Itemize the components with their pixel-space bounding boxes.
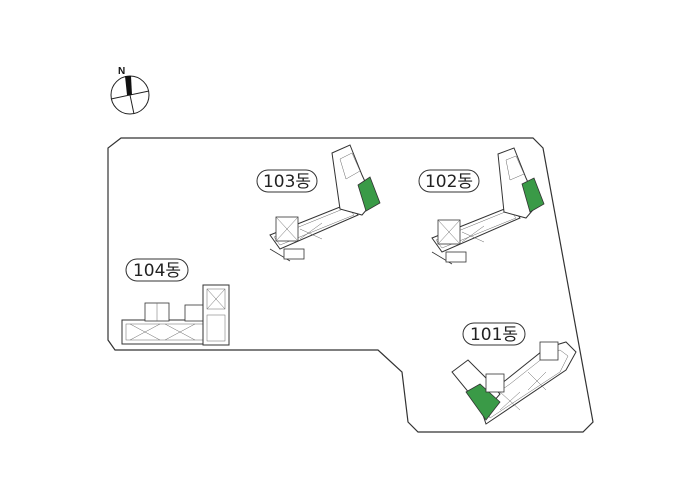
label-102-text: 102동 (425, 172, 473, 192)
label-101-text: 101동 (470, 325, 518, 345)
label-104-text: 104동 (133, 261, 181, 281)
building-103 (269, 144, 381, 262)
building-101 (451, 341, 577, 425)
north-label: N (118, 66, 125, 77)
label-101: 101동 (462, 322, 526, 346)
highlight-unit-102 (521, 177, 545, 213)
highlight-unit-103 (357, 176, 381, 212)
building-102 (431, 147, 545, 265)
building-104 (121, 284, 230, 346)
label-104: 104동 (125, 258, 189, 282)
compass: N (110, 66, 150, 115)
label-103-text: 103동 (263, 172, 311, 192)
highlight-unit-101 (465, 383, 501, 421)
label-103: 103동 (256, 169, 318, 193)
north-arrow-icon (125, 76, 132, 95)
site-boundary (107, 137, 594, 433)
label-102: 102동 (418, 169, 480, 193)
